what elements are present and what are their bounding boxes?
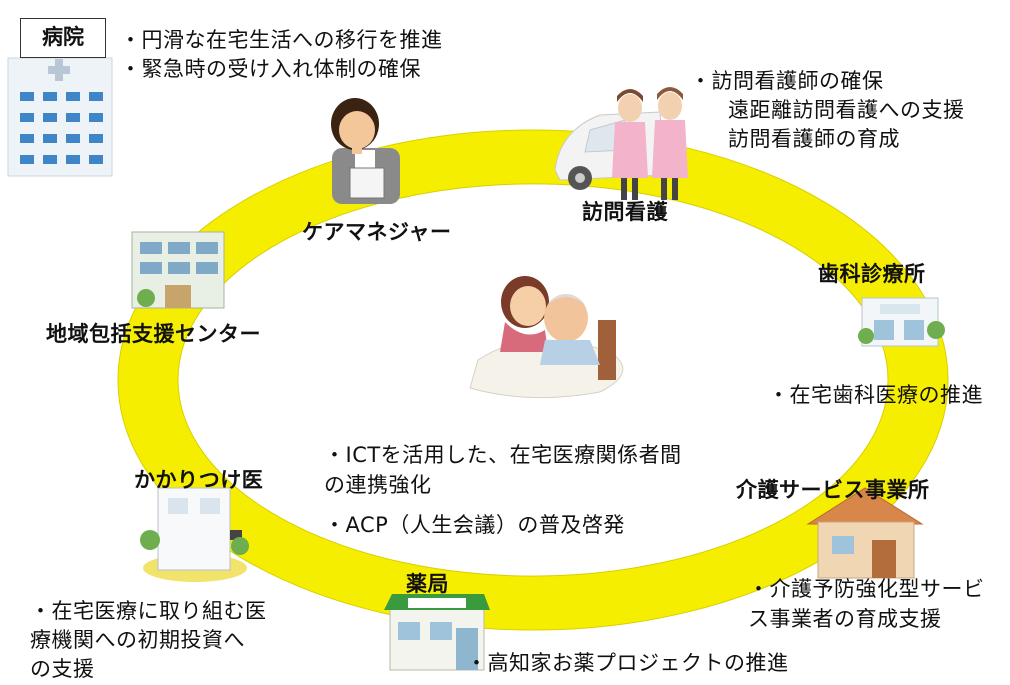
regional-center-label: 地域包括支援センター [46, 322, 261, 346]
hospital-label: 病院 [20, 18, 106, 58]
home-nursing-note: 遠距離訪問看護への支援 [728, 98, 965, 122]
family-doctor-label: かかりつけ医 [134, 468, 264, 492]
hospital-building-icon [7, 57, 113, 177]
hospital-note: ・円滑な在宅生活への移行を推進 [120, 28, 443, 52]
family-doctor-note: 療機関への初期投資へ [30, 628, 245, 652]
center-note: の連携強化 [324, 473, 432, 497]
home-nursing-note: 訪問看護師の育成 [728, 127, 900, 151]
center-note: ・ACP（人生会議）の普及啓発 [324, 513, 625, 537]
elderly-care-scene-icon [469, 276, 624, 399]
pharmacy-building-icon [384, 594, 490, 671]
regional-center-building-icon [131, 231, 225, 309]
family-doctor-note: の支援 [30, 657, 95, 681]
dental-clinic-building-icon [858, 297, 945, 347]
pharmacy-note: ・高知家お薬プロジェクトの推進 [466, 651, 789, 675]
care-service-label: 介護サービス事業所 [736, 478, 930, 502]
home-nursing-label: 訪問看護 [582, 200, 668, 224]
family-doctor-note: ・在宅医療に取り組む医 [30, 599, 267, 623]
care-manager-label: ケアマネジャー [302, 220, 452, 244]
cooperation-ring [117, 129, 949, 631]
care-service-note: ス事業者の育成支援 [748, 607, 942, 631]
home-nursing-note: ・訪問看護師の確保 [690, 69, 884, 93]
care-manager-person-icon [331, 98, 400, 204]
dental-clinic-note: ・在宅歯科医療の推進 [768, 383, 983, 407]
center-note: ・ICTを活用した、在宅医療関係者間 [324, 443, 682, 467]
nurse-icon [612, 87, 688, 200]
pharmacy-label: 薬局 [406, 572, 449, 596]
hospital-note: ・緊急時の受け入れ体制の確保 [120, 57, 421, 81]
family-doctor-clinic-icon [140, 487, 249, 582]
care-service-office-icon [806, 487, 924, 579]
dental-clinic-label: 歯科診療所 [818, 262, 926, 286]
care-service-note: ・介護予防強化型サービ [748, 577, 985, 601]
